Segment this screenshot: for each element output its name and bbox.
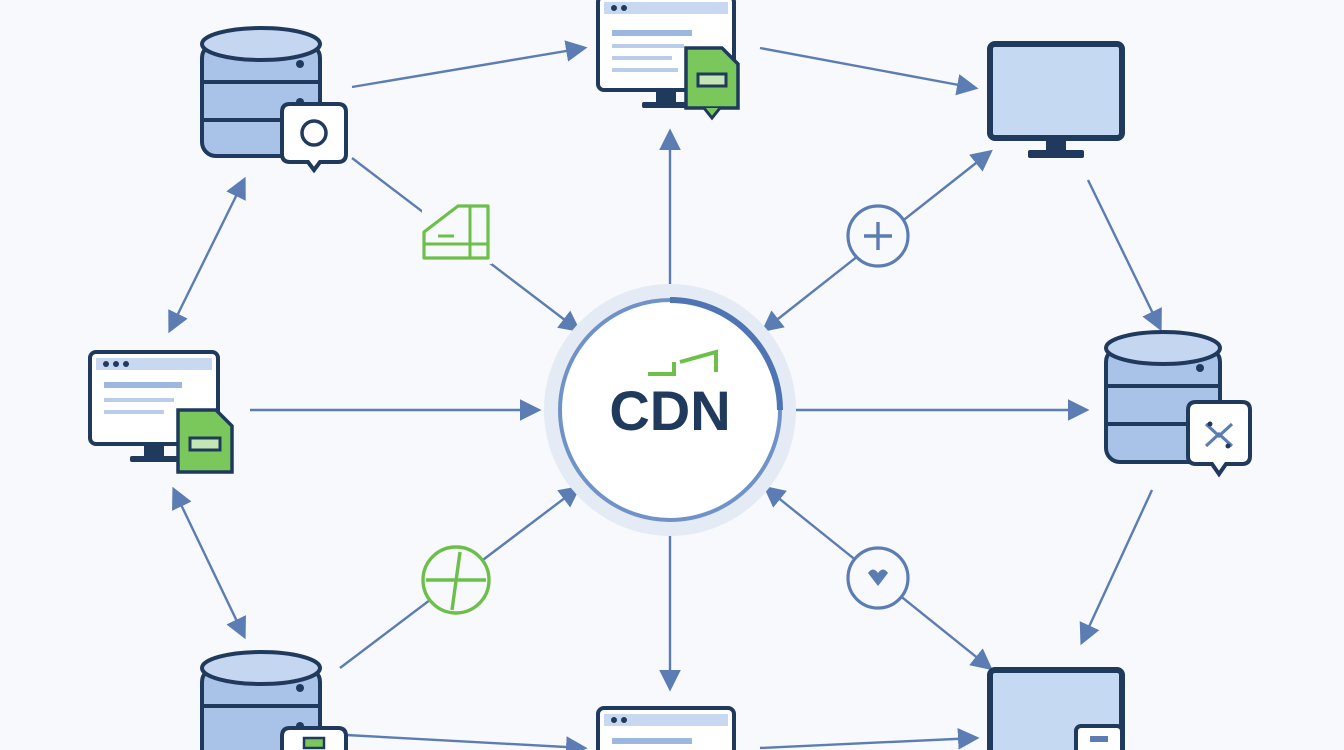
cdn-hub[interactable]: CDN xyxy=(544,284,796,536)
tag-icon xyxy=(280,726,348,750)
document-icon xyxy=(176,408,234,474)
cdn-label: CDN xyxy=(609,379,730,442)
plus-circle-icon xyxy=(846,204,910,268)
arrow-server-bl-to-browser-bottom xyxy=(345,733,588,750)
browser-monitor-icon xyxy=(596,706,736,750)
browser-top-center[interactable] xyxy=(596,0,740,121)
monitor-top-right[interactable] xyxy=(987,41,1125,158)
arrow-browser-bottom-to-monitor-br xyxy=(759,728,980,750)
arrow-server-r-to-monitor-br xyxy=(1079,489,1154,646)
server-bottom-left[interactable] xyxy=(200,650,348,750)
server-mid-right[interactable] xyxy=(1104,330,1252,478)
arrow-mid-left-server-bl xyxy=(172,486,246,640)
arrow-monitor-tr-to-server-r xyxy=(1086,179,1162,332)
cache-icon xyxy=(422,204,492,264)
phone-icon xyxy=(1074,724,1124,750)
arrow-server-tl-mid-left xyxy=(168,176,246,334)
monitor-bottom-right[interactable] xyxy=(987,667,1125,750)
document-icon xyxy=(684,46,740,121)
heart-circle-icon xyxy=(846,546,910,610)
monitor-icon xyxy=(987,41,1125,158)
browser-bottom-center[interactable] xyxy=(596,706,736,750)
camera-icon xyxy=(280,102,348,174)
server-top-left[interactable] xyxy=(200,26,348,174)
arrow-browser-top-to-monitor-tr xyxy=(759,46,979,96)
arrow-server-tl-to-browser-top xyxy=(351,40,588,89)
browser-mid-left[interactable] xyxy=(88,350,234,474)
network-icon xyxy=(1186,400,1252,478)
add-circle-icon xyxy=(421,545,491,615)
